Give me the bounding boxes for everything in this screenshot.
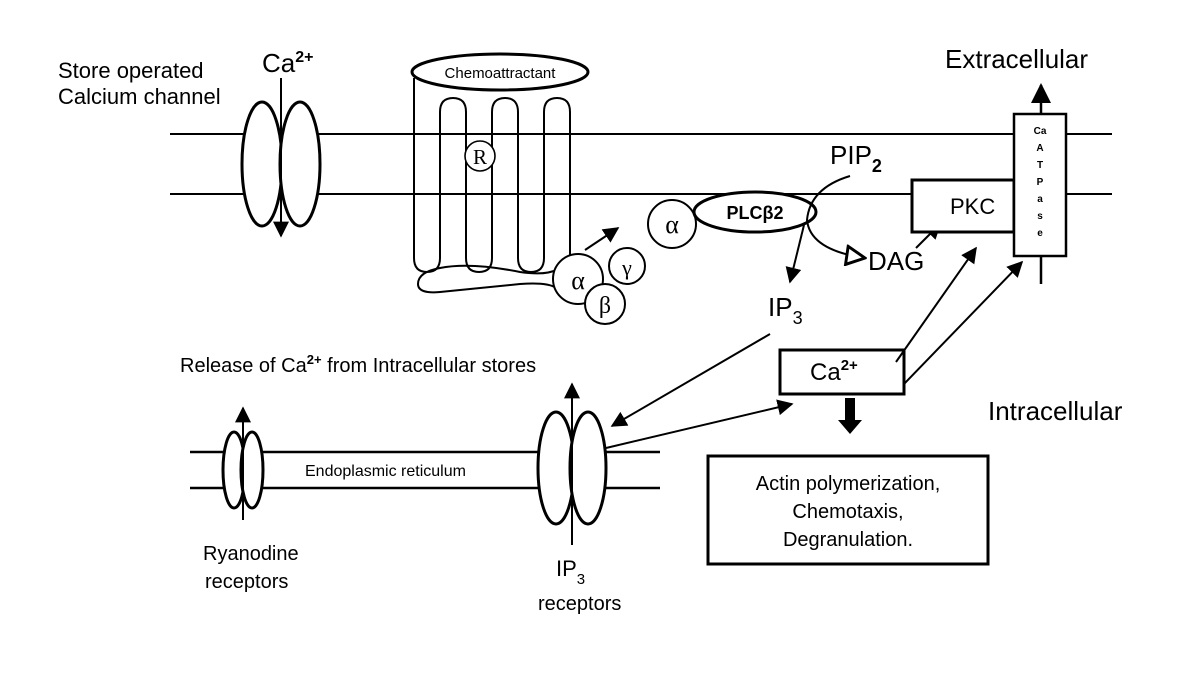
chemoattractant-ellipse (410, 52, 590, 92)
atpase-letter: e (1037, 228, 1043, 239)
pkc-box (910, 178, 1016, 234)
pip2-label: PIP2 (830, 140, 882, 176)
atpase-letter: Ca (1034, 126, 1047, 137)
ryanodine-label-line2: receptors (205, 571, 288, 593)
ip3r-label-line1: IP3 (556, 556, 585, 588)
outcome-box (706, 454, 990, 566)
chemoattractant-receptor: R (413, 78, 571, 294)
chemoattractant-label: Chemoattractant (445, 65, 557, 82)
plc-beta2: α PLCβ2 (647, 190, 818, 249)
pkc-label: PKC (950, 194, 995, 219)
plc-alpha-label: α (665, 210, 679, 239)
store-operated-label-line1: Store operated (58, 58, 204, 83)
ip3-to-receptor-arrow (610, 333, 771, 427)
ca-to-atpase-arrow (903, 260, 1024, 385)
ryanodine-label-line1: Ryanodine (203, 543, 299, 565)
atpase-letter: A (1036, 143, 1043, 154)
ip3-label: IP3 (768, 292, 803, 328)
atpase-letter: P (1037, 177, 1044, 188)
intracellular-label: Intracellular (988, 396, 1123, 426)
ca-to-pkc-arrow (895, 246, 977, 363)
store-operated-channel (240, 78, 322, 238)
receptor-r-label: R (473, 145, 487, 169)
outcome-line3: Degranulation. (783, 529, 913, 551)
extracellular-label: Extracellular (945, 44, 1088, 74)
ca-to-outcome-arrow (838, 398, 862, 434)
g-protein: α γ β (552, 227, 646, 325)
dag-label: DAG (868, 246, 924, 276)
ca-atpase (1012, 83, 1068, 284)
atpase-letter: T (1037, 160, 1043, 171)
pip2-to-dag-arrow (805, 175, 865, 258)
ca-plasma-label: Ca2+ (262, 48, 314, 78)
ip3r-label-line2: receptors (538, 593, 621, 615)
receptor-r-circle (464, 140, 496, 172)
g-alpha-label: α (571, 266, 585, 295)
release-label: Release of Ca2+ from Intracellular store… (180, 352, 536, 377)
receptor-to-ca-arrow (605, 399, 794, 449)
ryanodine-receptor (221, 406, 265, 520)
ip3-receptor (536, 382, 608, 545)
g-gamma-label: γ (621, 255, 632, 280)
pip2-to-ip3-arrow (785, 224, 805, 284)
store-operated-label-line2: Calcium channel (58, 84, 221, 109)
ca-box-label: Ca2+ (810, 357, 858, 386)
plcb2-label: PLCβ2 (727, 203, 784, 223)
g-beta-label: β (599, 293, 611, 319)
ca-box (778, 348, 906, 396)
outcome-line1: Actin polymerization, (756, 473, 941, 495)
er-label: Endoplasmic reticulum (305, 463, 466, 480)
atpase-letter: a (1037, 194, 1043, 205)
atpase-letter: s (1037, 211, 1043, 222)
outcome-line2: Chemotaxis, (792, 501, 903, 523)
